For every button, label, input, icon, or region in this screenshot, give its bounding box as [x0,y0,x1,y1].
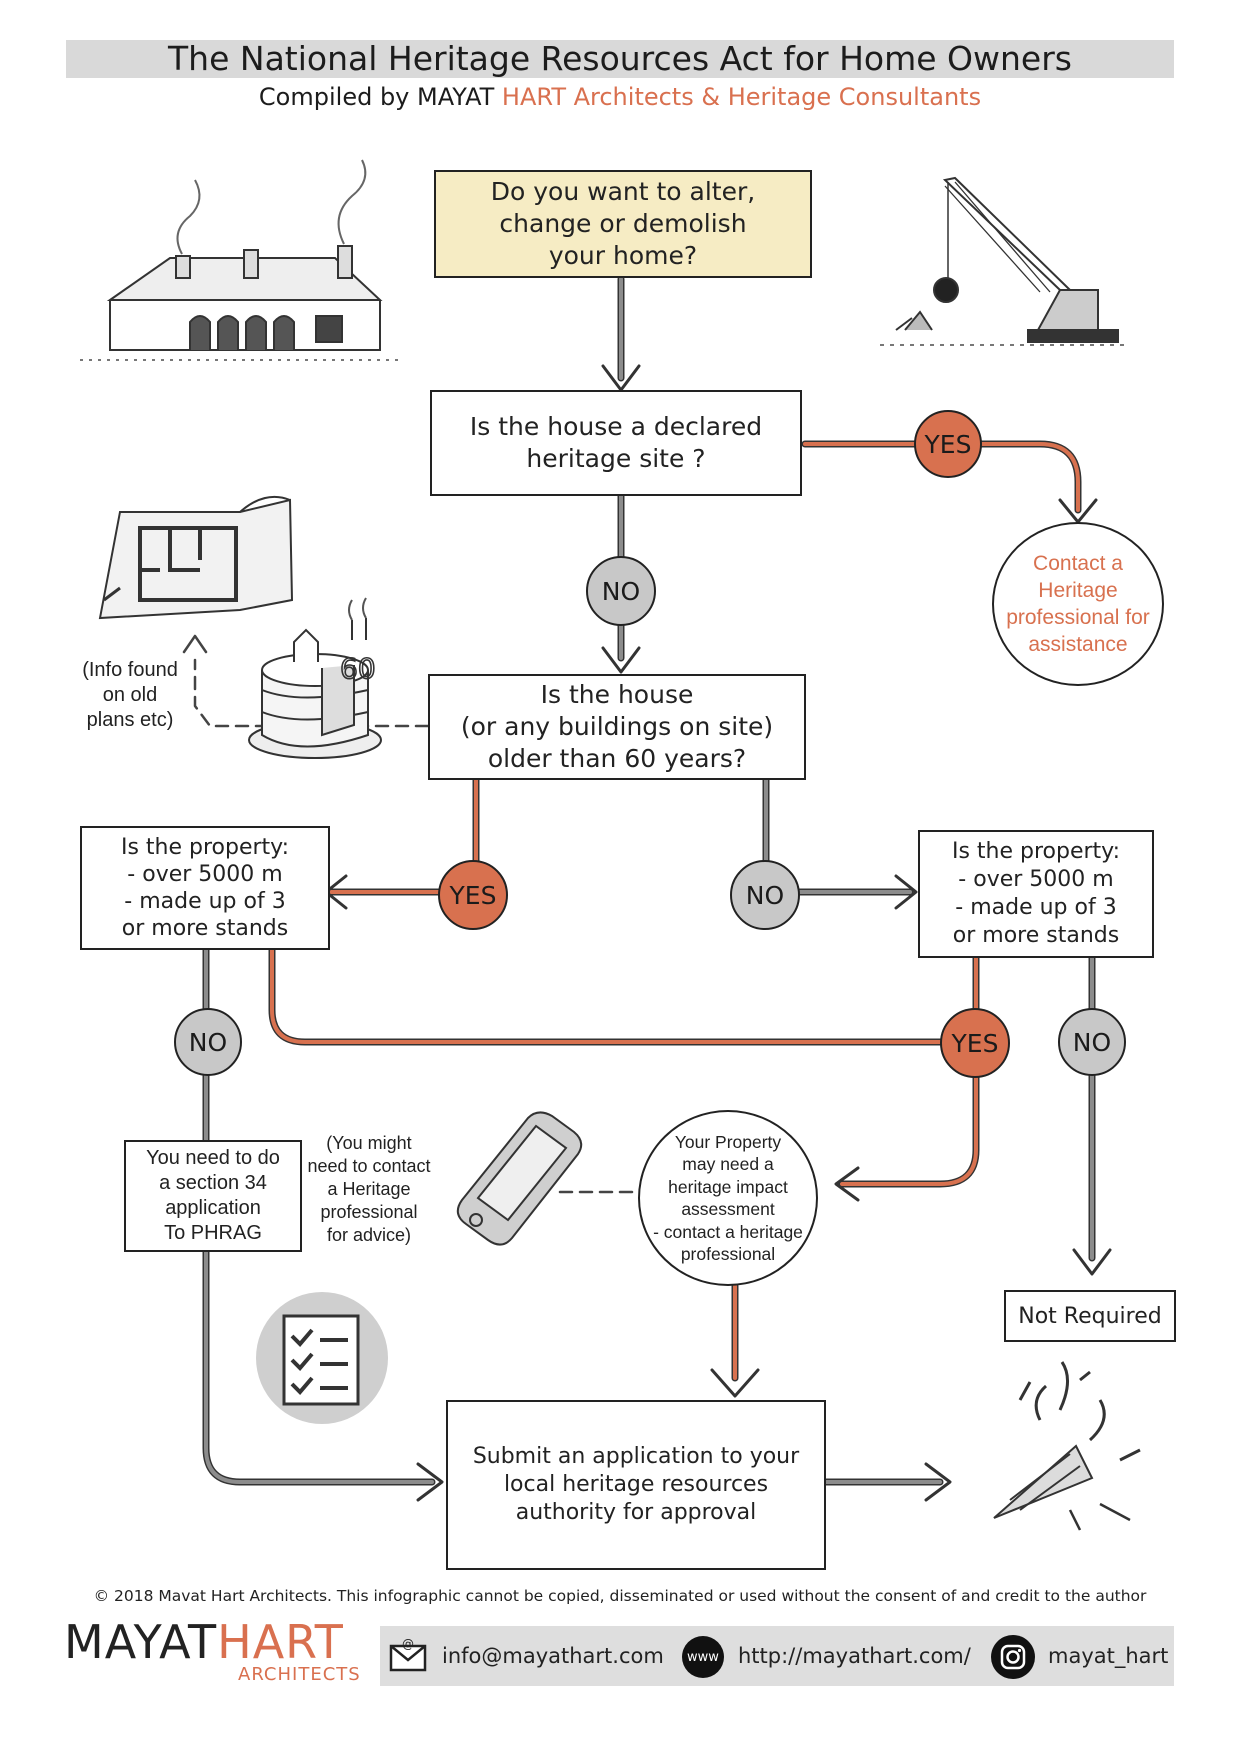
logo-accent: HART [217,1615,344,1669]
connector-right-no [1072,954,1112,1276]
badge-older-no: NO [730,860,800,930]
svg-text:@: @ [402,1637,414,1651]
section34-box: You need to do a section 34 application … [124,1140,302,1252]
page-title: The National Heritage Resources Act for … [168,39,1072,78]
company-logo: MAYATHART [64,1616,344,1668]
connector-section34-to-submit [202,1248,444,1502]
contact-bar [380,1626,1174,1686]
party-popper-icon [993,1361,1141,1531]
info-found-note: (Info found on old plans etc) [82,659,178,731]
question-older-box: Is the house (or any buildings on site) … [428,674,806,780]
www-icon: www [682,1636,724,1678]
mobile-phone-icon [456,1111,583,1246]
email-icon: @ [389,1637,427,1672]
badge-right-no: NO [1058,1008,1126,1076]
submit-application-box: Submit an application to your local heri… [446,1400,826,1570]
badge-left-no: NO [174,1008,242,1076]
title-bar [66,40,1174,78]
copyright-notice: © 2018 Mavat Hart Architects. This infog… [93,1587,1147,1605]
question-alter-box: Do you want to alter, change or demolish… [434,170,812,278]
cake-age-label: 60 [340,652,376,685]
connector-right-yes [834,954,980,1202]
not-required-box: Not Required [1004,1290,1176,1342]
instagram-icon [991,1635,1035,1679]
question-declared-box: Is the house a declared heritage site ? [430,390,802,496]
impact-assessment-circle: Your Property may need a heritage impact… [638,1110,818,1286]
connector-impact-to-submit [710,1282,760,1398]
checklist-icon [256,1292,388,1424]
badge-declared-yes: YES [914,410,982,478]
badge-declared-no: NO [586,556,656,626]
contact-professional-circle: Contact a Heritage professional for assi… [992,522,1164,686]
badge-right-yes: YES [940,1008,1010,1078]
subtitle-prefix: Compiled by MAYAT [258,83,495,111]
floor-plan-icon [98,496,294,620]
question-property-right-box: Is the property: - over 5000 m - made up… [918,830,1154,958]
might-contact-note: (You might need to contact a Heritage pr… [307,1133,431,1245]
wrecking-crane-icon [880,176,1130,346]
email-link[interactable]: info@mayathart.com [442,1644,664,1668]
connector-submit-to-party [822,1462,952,1502]
house-sketch-icon [80,159,400,361]
dashed-arrow-to-plans [182,634,208,654]
connector-left-property-yes [268,946,980,1046]
instagram-link[interactable]: mayat_hart [1048,1644,1169,1668]
question-property-left-box: Is the property: - over 5000 m - made up… [80,826,330,950]
badge-older-yes: YES [438,860,508,930]
subtitle-accent: HART Architects & Heritage Consultants [501,83,982,111]
birthday-cake-60-icon: 60 [248,597,382,759]
connector-alter-to-declared [601,275,641,392]
page-subtitle: Compiled by MAYAT HART Architects & Heri… [0,80,1240,114]
website-link[interactable]: http://mayathart.com/ [738,1644,971,1668]
logo-subtitle: ARCHITECTS [238,1664,361,1685]
logo-prefix: MAYAT [64,1615,218,1669]
